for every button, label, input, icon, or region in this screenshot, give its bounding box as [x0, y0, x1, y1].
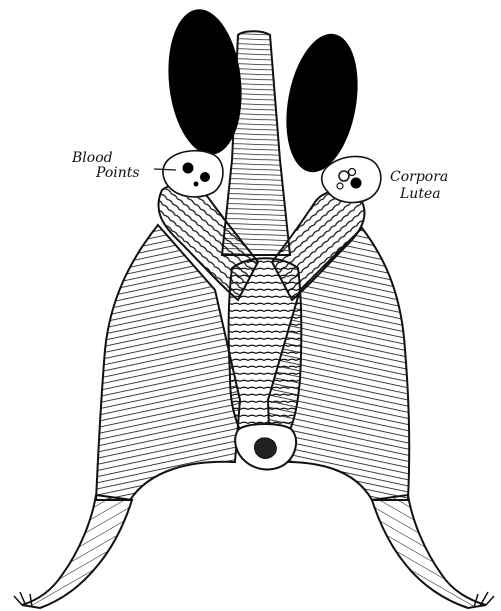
uterine-body	[229, 258, 302, 430]
corpora-lutea-label-line1: Corpora	[390, 169, 448, 185]
blood-point-2	[200, 172, 210, 182]
left-hind-leg	[22, 495, 132, 608]
corpus-luteum-2	[351, 178, 362, 189]
blood-points-label-line1: Blood	[71, 150, 113, 166]
right-ovary	[322, 156, 381, 202]
blood-point-1	[183, 163, 194, 174]
corpora-lutea-label-line2: Lutea	[399, 186, 441, 202]
blood-point-3	[194, 182, 199, 187]
right-hind-leg	[372, 495, 486, 608]
cervix-opening	[255, 438, 277, 458]
blood-points-label-line2: Points	[95, 165, 140, 181]
left-ovary	[163, 151, 223, 197]
right-dark-mass	[276, 28, 367, 178]
